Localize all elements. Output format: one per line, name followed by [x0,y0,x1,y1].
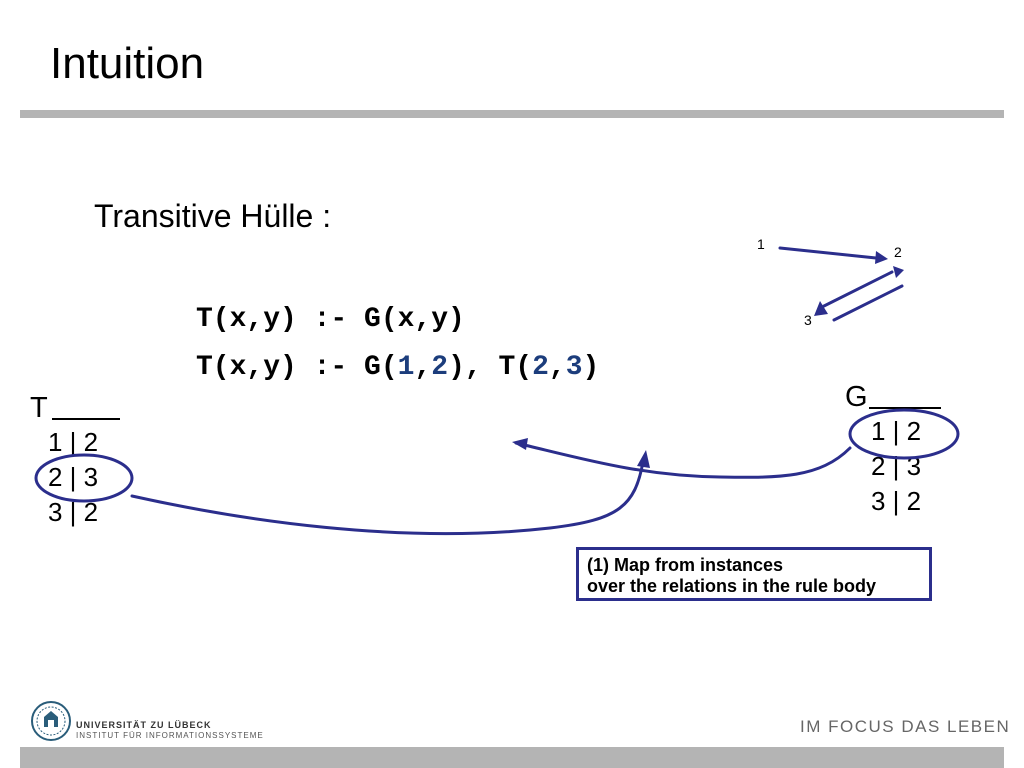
university-seal-icon [31,701,71,741]
rule2-mid: ), T( [448,352,533,383]
t-to-rule-arrow [130,460,645,536]
table-t-row: 1 | 2 [48,427,99,457]
note-line-2: over the relations in the rule body [587,576,877,596]
t-row-highlight [34,453,134,503]
g-arrowhead [512,438,528,450]
table-t-name: T [30,392,48,424]
table-t-underline [52,418,120,420]
graph-edge-2-3 [832,284,904,322]
rule2-comma2: , [548,352,566,383]
g-row-highlight [848,408,960,460]
table-g-row: 1 | 2 [871,416,922,446]
note-box: (1) Map from instances over the relation… [576,547,932,601]
note-line-1: (1) Map from instances [587,555,784,575]
footer-university: UNIVERSITÄT ZU LÜBECK [76,720,212,730]
footer-bar [20,747,1004,768]
rule2-comma1: , [414,352,432,383]
table-t: T 1 | 2 2 | 3 3 | 2 [30,390,130,530]
footer-institute: INSTITUT FÜR INFORMATIONSSYSTEME [76,731,264,740]
graph-node-3: 3 [804,312,812,328]
g-to-rule-arrow [514,441,852,479]
rule2-arg-c: 2 [532,352,549,383]
rule-line-1: T(x,y) :- G(x,y) [196,304,465,335]
graph-node-1: 1 [757,236,765,252]
rule-line-2: T(x,y) :- G(1,2), T(2,3) [196,350,599,386]
title-divider [20,110,1004,118]
table-g-underline [869,407,941,409]
rule2-arg-d: 3 [565,352,583,383]
graph-arrowhead-2 [875,251,888,264]
graph-edge-3-2 [822,270,894,308]
rule2-end: ) [582,352,600,383]
table-t-row: 2 | 3 [48,462,99,492]
graph-node-2: 2 [894,244,902,260]
table-g: G 1 | 2 2 | 3 3 | 2 [845,379,955,519]
t-arrowhead [637,450,650,468]
table-g-name: G [845,381,868,413]
rule2-arg-b: 2 [431,352,449,383]
rule2-prefix: T(x,y) :- G( [196,352,398,383]
footer-slogan: IM FOCUS DAS LEBEN [800,717,1011,736]
slide-subtitle: Transitive Hülle : [94,198,332,234]
graph-arrowhead-3 [814,301,828,316]
table-g-row: 3 | 2 [871,486,922,516]
graph-arrowhead-2b [893,266,904,278]
rule2-arg-a: 1 [397,352,415,383]
slide-title: Intuition [50,39,205,88]
graph-edge-1-2 [778,246,878,260]
